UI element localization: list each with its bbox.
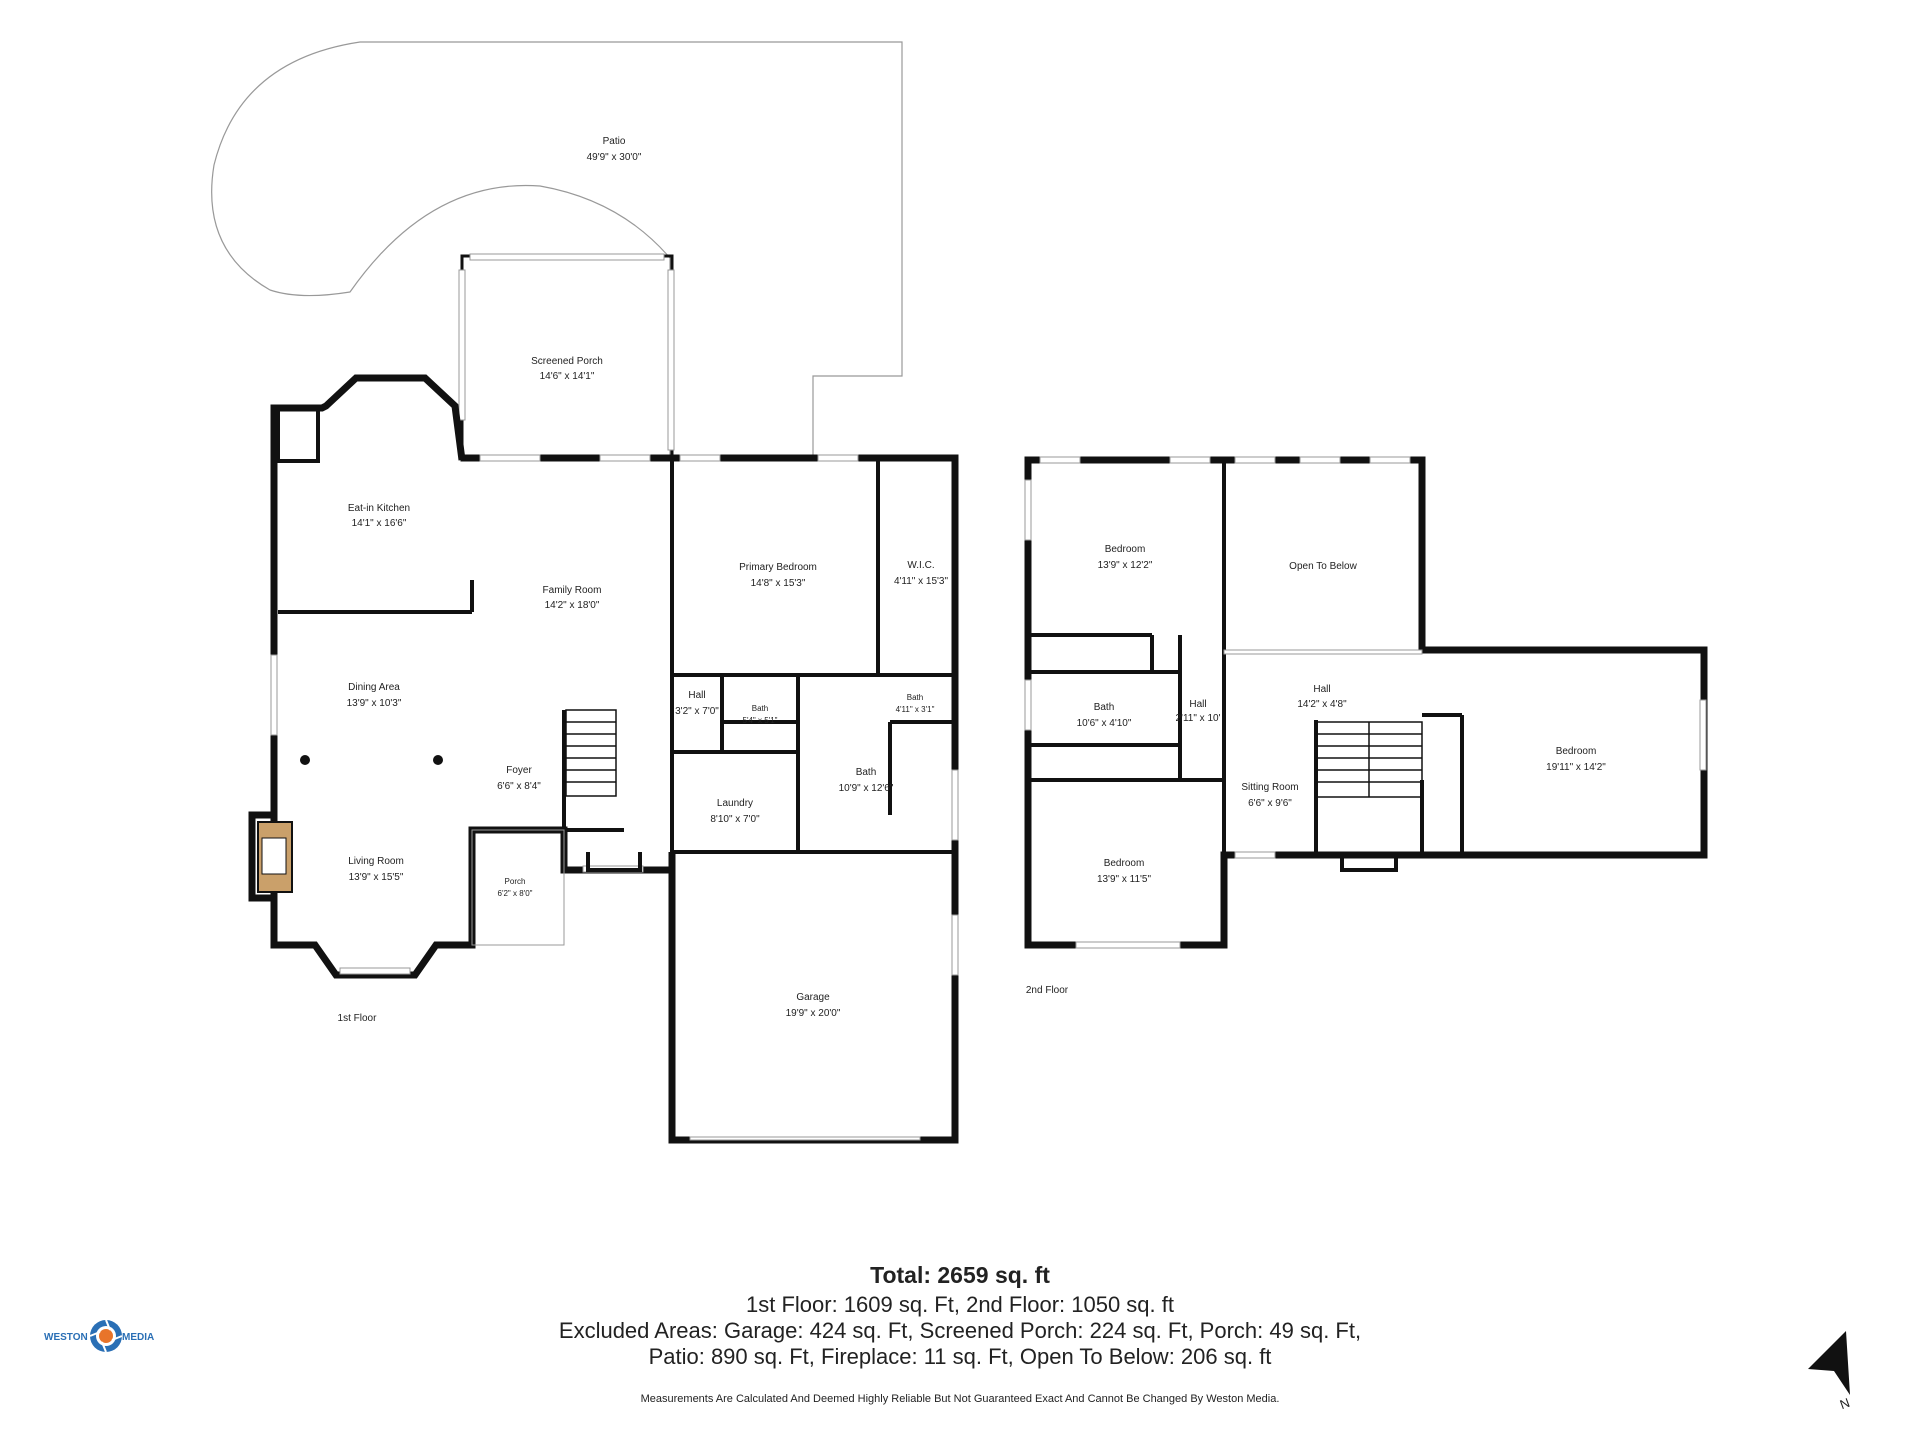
weston-media-logo: WESTON MEDIA <box>44 1318 164 1358</box>
north-arrow-icon <box>1808 1331 1850 1395</box>
second-floor-walls <box>1024 456 1708 949</box>
fireplace <box>257 821 293 893</box>
columns <box>300 755 443 765</box>
open-to-below-label: Open To Below <box>1289 561 1357 572</box>
total-area: Total: 2659 sq. ft <box>870 1262 1050 1288</box>
second-floor-windows <box>1024 456 1707 949</box>
aperture-icon <box>89 1319 123 1353</box>
wic-label: W.I.C.4'11" x 15'3" <box>894 560 949 587</box>
bump-outs <box>586 852 1398 872</box>
first-floor-label: 1st Floor <box>338 1013 378 1024</box>
first-floor-stairs <box>565 709 617 797</box>
excluded-areas-line-1: Excluded Areas: Garage: 424 sq. Ft, Scre… <box>558 1318 1362 1343</box>
logo-text-right: MEDIA <box>122 1332 155 1343</box>
excluded-areas-line-2: Patio: 890 sq. Ft, Fireplace: 11 sq. Ft,… <box>648 1344 1272 1369</box>
first-floor-interior-walls <box>278 460 955 854</box>
second-floor-stairs <box>1315 721 1423 798</box>
patio-outline <box>211 41 903 461</box>
second-floor-label: 2nd Floor <box>1026 985 1069 996</box>
second-floor-interior-walls <box>1028 460 1464 855</box>
disclaimer: Measurements Are Calculated And Deemed H… <box>640 1393 1280 1405</box>
first-floor-walls <box>248 374 959 1144</box>
logo-text-left: WESTON <box>44 1332 88 1343</box>
floor-areas: 1st Floor: 1609 sq. Ft, 2nd Floor: 1050 … <box>745 1292 1174 1317</box>
